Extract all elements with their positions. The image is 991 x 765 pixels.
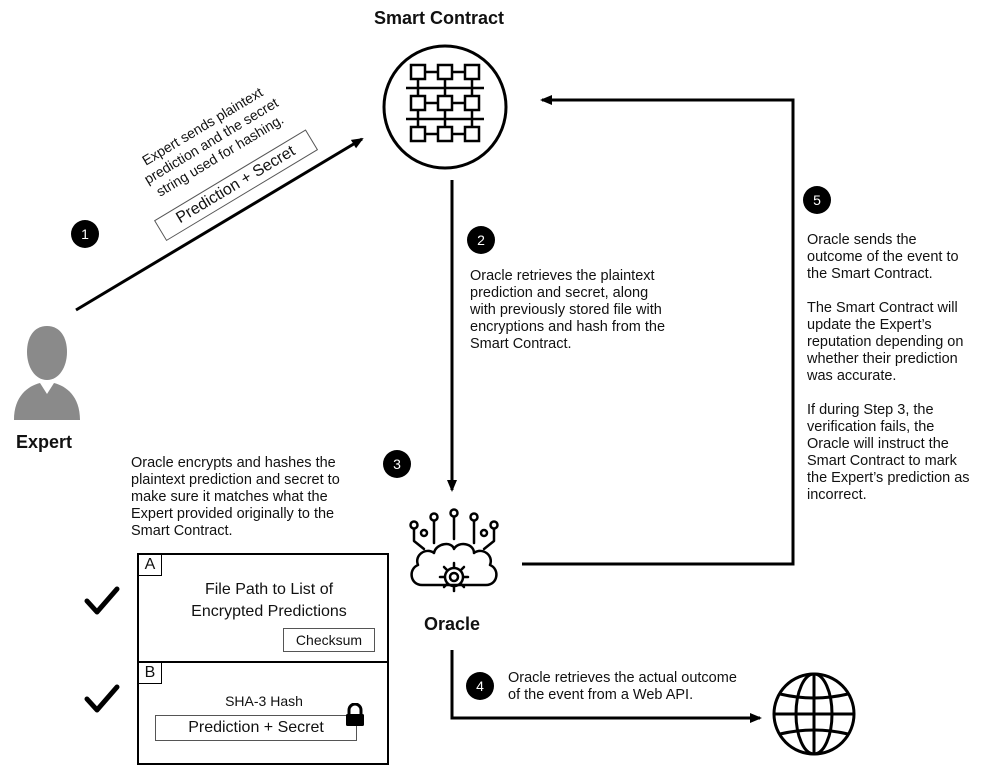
box-a: A File Path to List of Encrypted Predict… (137, 553, 389, 663)
oracle-title: Oracle (424, 614, 481, 634)
step-1-badge: 1 (71, 220, 99, 248)
lock-icon (346, 703, 364, 726)
smart-contract-title: Smart Contract (374, 8, 505, 28)
arrow-oracle-to-web (450, 650, 762, 723)
blockchain-grid-icon (382, 44, 508, 170)
step-5-badge: 5 (803, 186, 831, 214)
check-icon (84, 684, 120, 713)
expert-title: Expert (16, 432, 73, 452)
step-5-text: Oracle sends the outcome of the event to… (807, 232, 970, 503)
arrow-expert-to-contract (75, 137, 364, 312)
step-2-text: Oracle retrieves the plaintext predictio… (470, 268, 666, 352)
step-3-text: Oracle encrypts and hashes the plaintext… (131, 455, 340, 539)
box-b: B SHA-3 Hash Prediction + Secret (137, 661, 389, 765)
box-b-title: SHA-3 Hash (225, 693, 303, 709)
check-icon (84, 586, 120, 615)
box-b-label-box: Prediction + Secret (155, 715, 357, 741)
box-a-letter: A (139, 555, 162, 576)
globe-icon (772, 672, 856, 756)
checksum-box: Checksum (283, 628, 375, 652)
step-4-badge: 4 (466, 672, 494, 700)
brain-gear-icon (409, 508, 499, 593)
box-a-title: File Path to List of Encrypted Predictio… (191, 581, 347, 620)
box-b-letter: B (139, 663, 162, 684)
step-3-badge: 3 (383, 450, 411, 478)
person-icon (14, 326, 80, 420)
step-4-text: Oracle retrieves the actual outcome of t… (508, 670, 737, 703)
step-2-badge: 2 (467, 226, 495, 254)
arrow-oracle-to-contract (522, 95, 795, 566)
